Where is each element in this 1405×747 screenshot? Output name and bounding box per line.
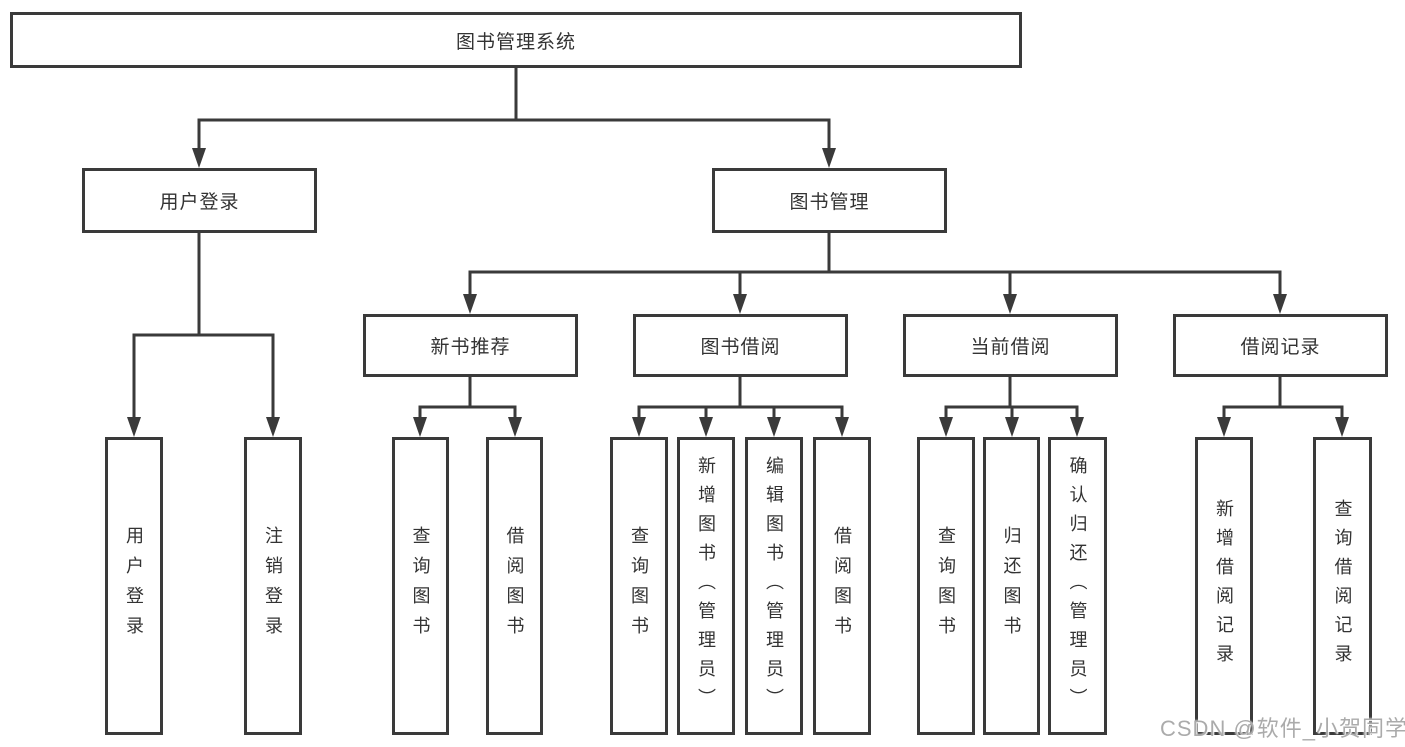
leaf-add-borrow-record: 新增借阅记录 (1195, 437, 1253, 735)
leaf-confirm-return-admin: 确认归还（管理员） (1048, 437, 1107, 735)
leaf-edit-books-admin: 编辑图书（管理员） (745, 437, 803, 735)
arrowhead (1003, 294, 1017, 314)
arrowhead (413, 417, 427, 437)
node-book-borrow: 图书借阅 (633, 314, 848, 377)
arrowhead (127, 417, 141, 437)
leaf-newbook-borrow-books: 借阅图书 (486, 437, 543, 735)
node-borrow-record: 借阅记录 (1173, 314, 1388, 377)
arrowhead (939, 417, 953, 437)
leaf-borrow-query-books: 查询图书 (610, 437, 668, 735)
leaf-newbook-query-books: 查询图书 (392, 437, 449, 735)
arrowhead (1273, 294, 1287, 314)
leaf-query-borrow-record: 查询借阅记录 (1313, 437, 1372, 735)
node-new-book-recommend: 新书推荐 (363, 314, 578, 377)
arrowhead (1217, 417, 1231, 437)
node-current-borrow: 当前借阅 (903, 314, 1118, 377)
arrowhead (1335, 417, 1349, 437)
arrowhead (1005, 417, 1019, 437)
arrowhead (192, 148, 206, 168)
arrowhead (463, 294, 477, 314)
leaf-add-books-admin: 新增图书（管理员） (677, 437, 735, 735)
arrowhead (508, 417, 522, 437)
node-root: 图书管理系统 (10, 12, 1022, 68)
arrowhead (699, 417, 713, 437)
leaf-user-login: 用户登录 (105, 437, 163, 735)
arrowhead (822, 148, 836, 168)
leaf-logout: 注销登录 (244, 437, 302, 735)
arrowhead-group (127, 148, 1349, 437)
arrowhead (632, 417, 646, 437)
node-book-management: 图书管理 (712, 168, 947, 233)
leaf-return-books: 归还图书 (983, 437, 1040, 735)
csdn-watermark: CSDN @软件_小贺同学 (1160, 716, 1405, 741)
leaf-current-query-books: 查询图书 (917, 437, 975, 735)
node-user-login: 用户登录 (82, 168, 317, 233)
arrowhead (733, 294, 747, 314)
arrowhead (266, 417, 280, 437)
arrowhead (1070, 417, 1084, 437)
arrowhead (835, 417, 849, 437)
leaf-borrow-books: 借阅图书 (813, 437, 871, 735)
arrowhead (767, 417, 781, 437)
